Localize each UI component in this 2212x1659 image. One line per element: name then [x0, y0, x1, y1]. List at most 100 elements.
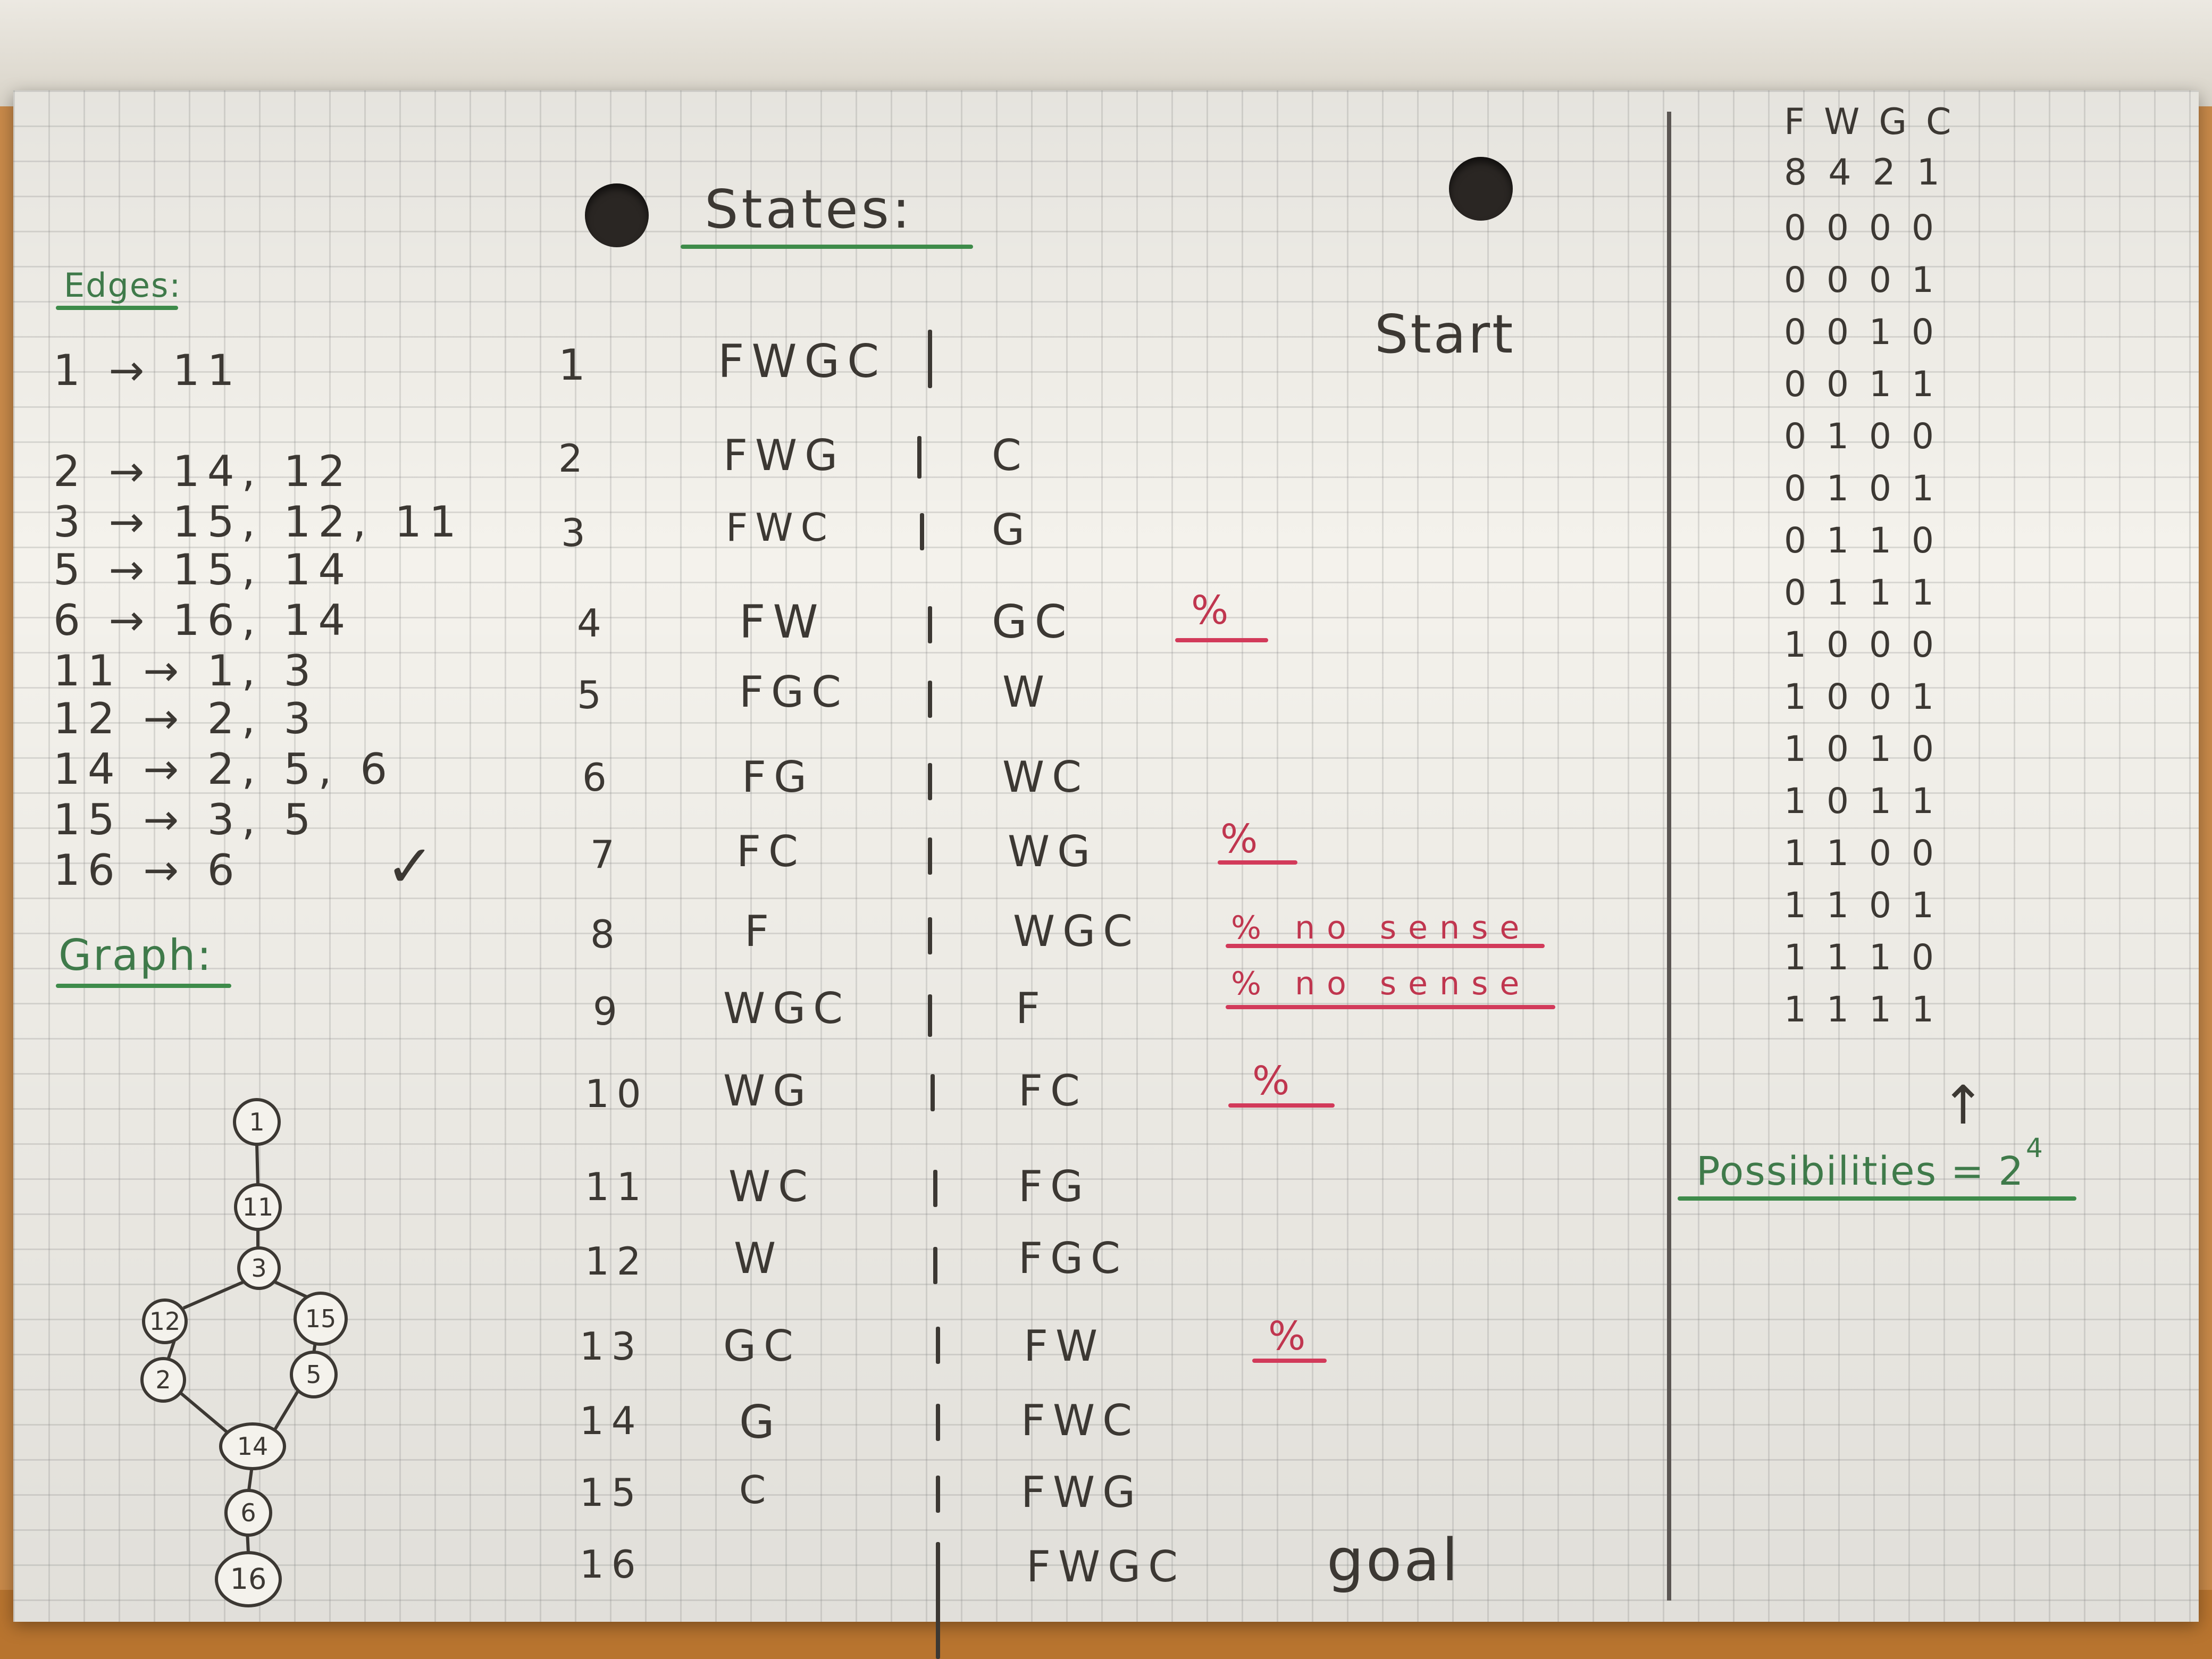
- state-left-bank: G: [739, 1396, 782, 1449]
- graph-node: [142, 1298, 188, 1344]
- background-wall: [0, 0, 2212, 106]
- binary-row: 1100: [1784, 833, 1954, 874]
- state-left-bank: FWG: [723, 431, 845, 480]
- state-right-bank: G: [992, 505, 1032, 555]
- bank-separator: [936, 1404, 940, 1441]
- red-underline: [1252, 1359, 1327, 1363]
- graph-node-label: 3: [251, 1254, 266, 1283]
- state-right-bank: F: [1016, 984, 1048, 1033]
- excluded-note: % no sense: [1231, 909, 1531, 946]
- graph-node: [233, 1098, 281, 1146]
- bank-separator: [933, 1247, 937, 1284]
- graph-node-label: 11: [242, 1193, 274, 1221]
- graph-node: [224, 1489, 272, 1537]
- binary-row: 0011: [1784, 364, 1954, 405]
- state-number: 13: [580, 1324, 643, 1369]
- graph-node-label: 1: [249, 1108, 264, 1136]
- red-underline: [1226, 944, 1545, 948]
- state-number: 4: [577, 601, 609, 646]
- binary-row: 0001: [1784, 259, 1954, 300]
- bank-separator: [928, 606, 932, 643]
- goal-label: goal: [1327, 1526, 1461, 1594]
- state-number: 15: [580, 1470, 643, 1515]
- graph-heading: Graph:: [58, 931, 213, 980]
- start-label: Start: [1375, 303, 1515, 365]
- state-right-bank: FWG: [1021, 1468, 1143, 1517]
- bank-separator: [936, 1476, 940, 1513]
- possibilities-label: Possibilities = 2: [1696, 1149, 2025, 1194]
- state-right-bank: FG: [1018, 1162, 1091, 1211]
- state-number: 10: [585, 1071, 649, 1116]
- state-number: 1: [558, 340, 593, 390]
- edge-item: 16 → 6: [53, 845, 242, 895]
- possibilities-underline: [1678, 1196, 2076, 1201]
- state-left-bank: FC: [736, 827, 806, 876]
- graph-node: [237, 1246, 281, 1290]
- state-left-bank: FWC: [726, 505, 835, 550]
- red-underline: [1175, 638, 1268, 642]
- binary-row: 1110: [1784, 937, 1954, 978]
- binary-row: 1000: [1784, 624, 1954, 665]
- state-right-bank: WGC: [1013, 907, 1140, 956]
- bank-separator: [933, 1170, 937, 1207]
- binary-row: 0110: [1784, 520, 1954, 561]
- bank-separator: [928, 681, 932, 718]
- excluded-mark: %: [1268, 1313, 1306, 1359]
- state-number: 16: [580, 1542, 643, 1587]
- edge-item: 5 → 15, 14: [53, 545, 353, 594]
- edges-heading: Edges:: [64, 266, 182, 305]
- red-underline: [1226, 1005, 1555, 1009]
- state-right-bank: FW: [1024, 1321, 1105, 1371]
- binary-header: FWGC: [1784, 101, 1971, 143]
- red-underline: [1228, 1103, 1335, 1108]
- graph-node: [140, 1357, 186, 1403]
- state-left-bank: W: [734, 1234, 784, 1283]
- states-heading: States:: [705, 178, 914, 240]
- bank-separator: [928, 763, 932, 800]
- state-left-bank: C: [739, 1468, 774, 1512]
- state-number: 5: [577, 673, 609, 717]
- state-right-bank: C: [992, 431, 1029, 480]
- punch-hole-left: [585, 183, 649, 247]
- bank-separator: [936, 1542, 940, 1659]
- state-left-bank: FW: [739, 596, 826, 649]
- state-graph: 1 11 3 12 15 2 5 14 6 16: [140, 1098, 348, 1607]
- edges-underline: [56, 306, 178, 310]
- punch-hole-right: [1449, 157, 1513, 221]
- state-left-bank: FWGC: [718, 335, 887, 388]
- graph-node: [290, 1351, 338, 1398]
- state-number: 14: [580, 1398, 643, 1443]
- edge-item: 3 → 15, 12, 11: [53, 497, 464, 547]
- red-underline: [1218, 860, 1297, 865]
- binary-row: 1101: [1784, 885, 1954, 926]
- state-right-bank: WC: [1002, 752, 1089, 802]
- binary-row: 1001: [1784, 676, 1954, 717]
- graph-node-label: 14: [237, 1432, 269, 1461]
- edge-item: 15 → 3, 5: [53, 795, 319, 844]
- bank-separator: [917, 436, 921, 479]
- binary-row: 0010: [1784, 312, 1954, 353]
- state-right-bank: FC: [1018, 1066, 1087, 1116]
- binary-row: 1011: [1784, 781, 1954, 822]
- graph-node: [294, 1292, 348, 1346]
- excluded-mark: %: [1191, 588, 1229, 633]
- graph-edge: [180, 1392, 232, 1437]
- bank-separator: [928, 330, 932, 388]
- up-arrow: ↑: [1941, 1074, 1993, 1136]
- graph-node: [219, 1422, 286, 1470]
- graph-underline: [56, 984, 231, 988]
- bank-separator: [920, 513, 924, 550]
- binary-row: 0101: [1784, 468, 1954, 509]
- state-left-bank: WC: [728, 1162, 815, 1211]
- possibilities-exponent: 4: [2026, 1133, 2050, 1163]
- graph-edge: [182, 1280, 246, 1310]
- state-number: 11: [585, 1164, 649, 1209]
- state-number: 6: [582, 755, 614, 800]
- state-left-bank: FG: [742, 752, 815, 802]
- edge-item: 11 → 1, 3: [53, 646, 319, 696]
- state-right-bank: WG: [1008, 827, 1098, 876]
- excluded-mark: %: [1220, 816, 1258, 862]
- excluded-mark: %: [1252, 1058, 1290, 1104]
- state-number: 3: [561, 510, 593, 555]
- check-mark: ✓: [386, 832, 442, 900]
